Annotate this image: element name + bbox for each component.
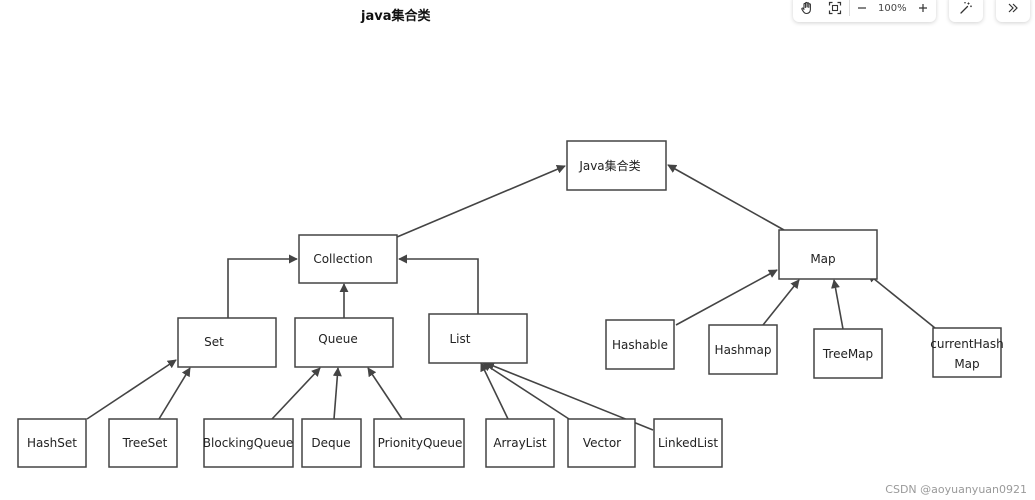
edge-list-collection <box>398 254 479 314</box>
node-label: List <box>450 332 471 346</box>
node-currenthashmap[interactable]: currentHash Map <box>930 327 1004 378</box>
node-label: LinkedList <box>658 436 718 450</box>
node-label: Hashable <box>612 338 668 352</box>
node-treeset[interactable]: TreeSet <box>108 418 178 468</box>
node-set[interactable]: Set <box>177 317 277 368</box>
edge-map-java <box>667 164 785 231</box>
canvas-toolbar: 100% <box>793 0 936 22</box>
node-label: Hashmap <box>715 343 772 357</box>
node-label: TreeSet <box>122 436 168 450</box>
edge-hashmap-map <box>762 279 800 326</box>
minus-icon <box>858 7 866 9</box>
zoom-out-button[interactable] <box>850 0 874 22</box>
magic-button[interactable] <box>949 0 983 22</box>
node-hashset[interactable]: HashSet <box>17 418 87 468</box>
edge-prionityqueue-queue <box>367 367 403 420</box>
node-label: Queue <box>318 332 357 346</box>
edge-treemap-map <box>831 279 844 330</box>
node-label-line2: Map <box>954 357 979 371</box>
node-hashable[interactable]: Hashable <box>605 319 675 370</box>
expand-button[interactable] <box>996 0 1030 22</box>
node-label: ArrayList <box>493 436 547 450</box>
node-label: Collection <box>313 252 372 266</box>
edges <box>86 164 936 431</box>
magic-wand-icon <box>960 2 972 14</box>
node-arraylist[interactable]: ArrayList <box>485 418 555 468</box>
edge-set-collection <box>227 254 298 318</box>
toolbar-divider <box>849 0 850 16</box>
node-label: Map <box>810 252 835 266</box>
node-label: Vector <box>583 436 621 450</box>
edge-blockingqueue-queue <box>271 367 321 420</box>
page-title: java集合类 <box>361 9 431 24</box>
edge-deque-queue <box>332 367 342 420</box>
node-blockingqueue[interactable]: BlockingQueue <box>203 418 294 468</box>
edge-treeset-set <box>158 367 191 420</box>
zoom-in-button[interactable] <box>911 0 935 22</box>
hand-tool-button[interactable] <box>793 0 821 22</box>
magic-toolbar <box>949 0 983 22</box>
node-collection[interactable]: Collection <box>298 234 398 284</box>
node-label: TreeMap <box>822 347 873 361</box>
node-treemap[interactable]: TreeMap <box>813 328 883 379</box>
edge-hashable-map <box>675 269 778 326</box>
node-label: HashSet <box>27 436 77 450</box>
edge-arraylist-list <box>480 362 509 420</box>
edge-vector-list <box>482 362 570 420</box>
node-prionityqueue[interactable]: PrionityQueue <box>373 418 465 468</box>
node-label: BlockingQueue <box>203 436 293 450</box>
node-queue[interactable]: Queue <box>294 317 394 368</box>
hand-icon <box>801 1 811 15</box>
plus-icon <box>918 4 927 12</box>
node-hashmap[interactable]: Hashmap <box>708 324 778 375</box>
node-deque[interactable]: Deque <box>301 418 362 468</box>
node-label: Set <box>204 335 224 349</box>
node-label-line1: currentHash <box>930 337 1004 351</box>
node-linkedlist[interactable]: LinkedList <box>653 418 723 468</box>
expand-toolbar <box>996 0 1030 22</box>
node-map[interactable]: Map <box>778 229 878 280</box>
edge-currenthashmap-map <box>867 273 936 329</box>
node-vector[interactable]: Vector <box>567 418 636 468</box>
node-list[interactable]: List <box>428 313 528 364</box>
zoom-level[interactable]: 100% <box>878 2 907 14</box>
node-label: Java集合类 <box>578 158 640 173</box>
fit-screen-button[interactable] <box>821 0 849 22</box>
watermark: CSDN @aoyuanyuan0921 <box>885 483 1027 496</box>
edge-hashset-set <box>86 359 177 420</box>
node-label: PrionityQueue <box>378 436 463 450</box>
node-label: Deque <box>311 436 350 450</box>
node-java-collections[interactable]: Java集合类 <box>566 140 667 191</box>
edge-collection-java <box>396 165 566 238</box>
fit-screen-icon <box>828 1 842 15</box>
double-chevron-right-icon <box>1008 3 1018 13</box>
